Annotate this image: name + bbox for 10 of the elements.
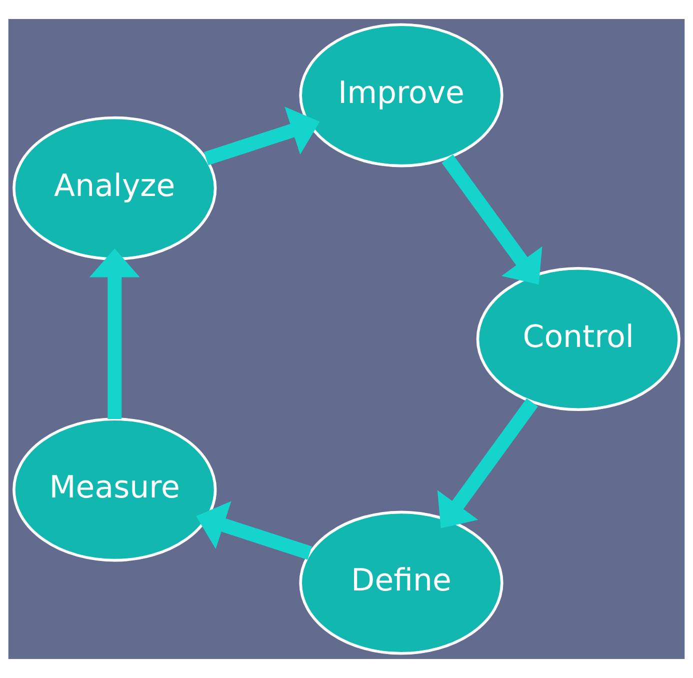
arrow — [204, 106, 320, 166]
arrow — [437, 398, 538, 528]
node-ellipse: Improve — [299, 23, 504, 168]
arrow — [89, 248, 140, 420]
arrow — [196, 501, 312, 560]
node-ellipse: Define — [299, 510, 504, 655]
node-ellipse: Measure — [12, 418, 217, 562]
node-ellipse: Control — [476, 267, 680, 412]
arrow — [442, 154, 542, 284]
node-ellipse: Analyze — [12, 116, 217, 260]
